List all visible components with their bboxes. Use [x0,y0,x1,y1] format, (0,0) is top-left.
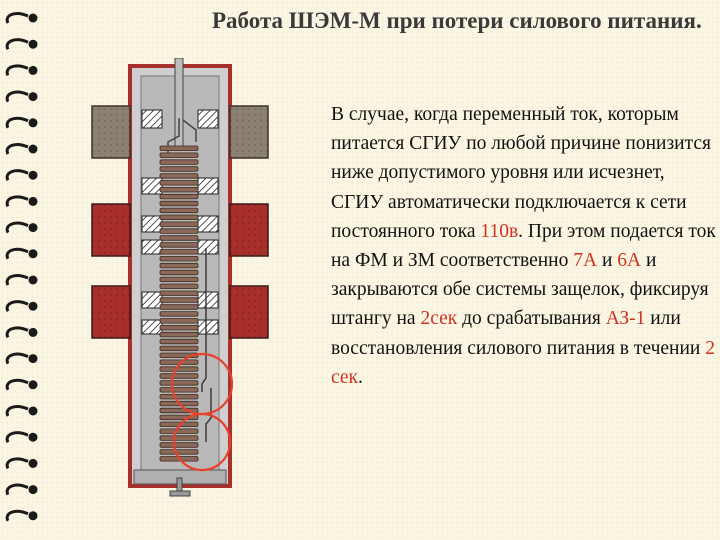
slide-title: Работа ШЭМ-М при потери силового питания… [212,8,702,33]
spring-turn [159,331,199,338]
spring-turn [159,193,199,200]
spring-turn [159,442,199,448]
spring-turn [159,159,199,165]
binding-ring [5,431,38,443]
binding-ring [5,143,38,155]
spring-coil [159,145,199,462]
binding-ring [5,64,38,77]
az1-label: АЗ-1 [605,308,646,330]
binding-ring [5,378,38,391]
binding-ring [5,195,38,208]
spring-turn [159,249,199,255]
binding-ring [5,169,38,181]
binding-ring [5,12,38,24]
binding-ring [5,509,38,522]
hold-time-value: 2сек [420,308,458,330]
electromagnet-diagram-icon [91,58,269,497]
fm-current-value: 7А [573,250,598,272]
spring-turn [159,318,199,324]
spring-turn [159,152,199,158]
spring-turn [159,235,199,241]
rod-hook-right [182,119,197,142]
spring-turn [159,145,199,151]
text-part-7: . [358,366,363,388]
latch-marker-lower [172,412,232,472]
binding-ring [5,247,38,260]
binding-ring [5,274,38,286]
slide-body-text: В случае, когда переменный ток, которым … [331,100,716,392]
coil-zm-left [91,285,131,339]
spring-turn [159,393,199,400]
spring-turn [159,214,199,220]
spring-turn [159,366,199,372]
spring-turn [159,186,199,193]
binding-ring [5,326,38,339]
spiral-binding-icon [5,12,38,522]
spring-turn [159,173,199,179]
spring-turn [159,276,199,283]
spring-turn [159,338,199,345]
text-part-5: до срабатывания [457,308,606,330]
spring-turn [159,297,199,303]
binding-ring [5,221,38,234]
zm-current-value: 6А [617,250,642,272]
spring-turn [159,262,199,269]
coil-fm-left [91,203,131,257]
latch-wire-upper [201,248,207,392]
spring-turn [159,345,199,352]
text-part-3: и [597,250,618,272]
spring-turn [159,242,199,248]
spring-turn [159,380,199,386]
spring-turn [159,435,199,441]
binding-ring [5,90,38,103]
binding-ring [5,483,38,496]
voltage-value: 110в [480,220,519,242]
spring-turn [159,311,199,317]
spring-turn [159,255,199,262]
bottom-foot [169,490,191,497]
binding-ring [5,116,38,129]
binding-ring [5,457,38,470]
binding-ring [5,405,38,417]
bottom-stem [176,477,183,493]
text-part-6: или восстановления силового питания в те… [331,308,706,359]
latch-wire-lower [205,388,212,442]
spring-turn [159,428,199,434]
text-part-2: . При этом подается ток на ФМ и ЗМ соотв… [331,220,716,272]
binding-ring [5,352,38,365]
binding-ring [5,300,38,312]
spring-turn [159,228,199,234]
spring-turn [159,180,199,186]
spring-turn [159,166,199,172]
spring-turn [159,283,199,289]
spring-turn [159,324,199,331]
text-part-1: В случае, когда переменный ток, которым … [331,104,711,242]
spring-turn [159,269,199,276]
coil-zm-right [229,285,269,339]
spring-turn [159,290,199,296]
spring-turn [159,207,199,214]
top-coil-left [91,105,131,159]
spring-turn [159,449,199,455]
binding-ring [5,38,38,50]
top-coil-right [229,105,269,159]
spring-turn [159,373,199,379]
spring-turn [159,221,199,227]
text-part-4: и закрываются обе системы защелок, фикси… [331,250,709,330]
spring-turn [159,387,199,393]
spring-turn [159,304,199,310]
pole-pieces [141,109,219,335]
spring-turn [159,200,199,207]
restore-time-value: 2 сек [331,337,715,388]
coil-fm-right [229,203,269,257]
